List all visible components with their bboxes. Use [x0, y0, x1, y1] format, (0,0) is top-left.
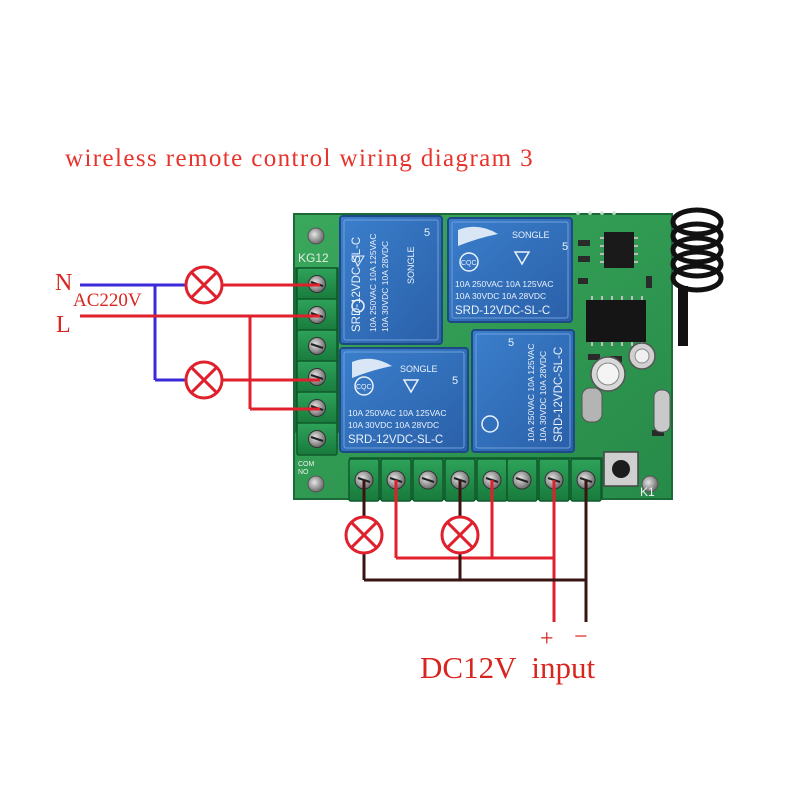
neutral-wire [80, 283, 186, 382]
relay-4-pins: 5 [508, 337, 514, 349]
relay-2: SONGLE 5 CQC 10A 250VAC 10A 125VAC 10A 3… [447, 217, 573, 323]
relay-3-brand: SONGLE [400, 364, 438, 374]
relay-3: SONGLE 5 CQC 10A 250VAC 10A 125VAC 10A 3… [339, 347, 469, 453]
relay-4: 10A 250VAC 10A 125VAC 10A 30VDC 10A 28VD… [471, 329, 575, 453]
relay-3-cert: CQC [356, 384, 372, 391]
diagram-title: wireless remote control wiring diagram 3 [65, 145, 534, 172]
relay-2-cert: CQC [461, 260, 477, 267]
relay-2-part: SRD-12VDC-SL-C [455, 305, 550, 317]
board-model-text: KG12 [298, 251, 329, 265]
live-label: L [56, 312, 71, 338]
button-label: K1 [640, 485, 655, 499]
relay-4-rating-2: 10A 30VDC 10A 28VDC [538, 351, 548, 442]
bottom-terminal-block [348, 457, 603, 502]
live-wire [80, 283, 320, 411]
dc-negative-wire [362, 480, 588, 622]
relay-2-brand: SONGLE [512, 230, 550, 240]
relay-2-pins: 5 [562, 241, 568, 253]
neutral-label: N [55, 270, 72, 296]
relay-1-brand: SONGLE [406, 246, 416, 284]
relay-3-part: SRD-12VDC-SL-C [348, 434, 443, 446]
relay-1-pins: 5 [424, 227, 430, 239]
relay-1: SONGLE 10A 250VAC 10A 125VAC 10A 30VDC 1… [339, 215, 443, 345]
left-terminal-block [295, 267, 339, 456]
relay-3-rating-1: 10A 250VAC 10A 125VAC [348, 408, 446, 418]
relay-3-rating-2: 10A 30VDC 10A 28VDC [348, 420, 439, 430]
relay-1-rating-2: 10A 30VDC 10A 28VDC [380, 241, 390, 332]
lamp-icon [440, 515, 480, 555]
relay-1-rating-1: 10A 250VAC 10A 125VAC [368, 234, 378, 332]
ic-chip [600, 232, 638, 268]
relay-4-part: SRD-12VDC-SL-C [553, 347, 565, 442]
voltage-label: AC220V [73, 290, 142, 311]
terminal-label-no: NO [298, 469, 309, 476]
relay-2-rating-2: 10A 30VDC 10A 28VDC [455, 291, 546, 301]
dc-minus-label: − [574, 624, 588, 650]
dc-input-label: DC12V input [420, 650, 596, 685]
capacitor-icon [628, 342, 656, 370]
capacitor-icon [581, 356, 626, 423]
antenna-icon [670, 207, 724, 346]
crystal-oscillator [653, 389, 671, 433]
relay-4-rating-1: 10A 250VAC 10A 125VAC [526, 344, 536, 442]
lamp-icon [184, 360, 224, 400]
terminal-label-com: COM [298, 461, 315, 468]
relay-1-part: SRD-12VDC-SL-C [351, 237, 363, 332]
dc-plus-label: + [540, 626, 554, 652]
lamp-icon [184, 265, 224, 305]
lamp-icon [344, 515, 384, 555]
dc-positive-wire [394, 480, 556, 622]
ic-chip-2 [586, 296, 646, 346]
relay-2-rating-1: 10A 250VAC 10A 125VAC [455, 279, 553, 289]
relay-3-pins: 5 [452, 375, 458, 387]
push-button-icon: K1 [603, 451, 655, 499]
